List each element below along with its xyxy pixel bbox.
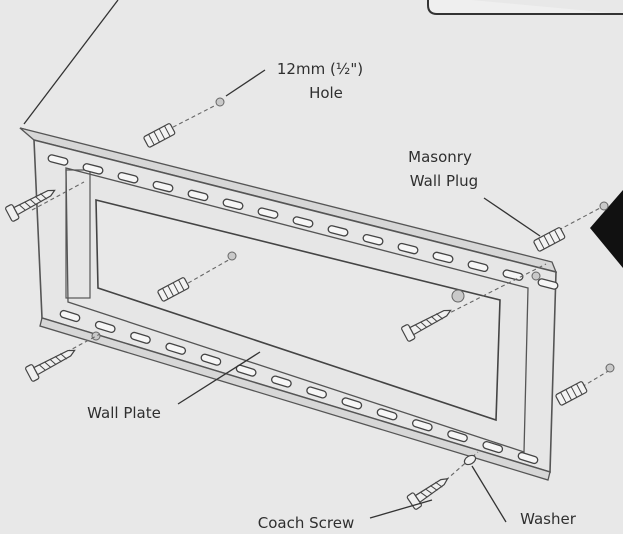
- callout-box: [427, 0, 623, 15]
- coach-screw: [406, 478, 449, 510]
- masonry-wall-plug: [143, 123, 176, 148]
- wall-plate: [19, 127, 559, 481]
- plate-slot: [397, 242, 419, 255]
- plate-slot: [447, 430, 468, 443]
- inner-frame: [65, 167, 529, 453]
- plate-slot: [537, 278, 559, 290]
- plate-slot: [165, 342, 187, 355]
- wall-plate-label: Wall Plate: [87, 404, 161, 422]
- plate-slot: [257, 207, 279, 219]
- plate-slot: [327, 225, 349, 237]
- plate-slot: [82, 163, 104, 175]
- bottom-flange: [39, 317, 551, 481]
- plate-slot: [152, 180, 174, 193]
- left-upright: [65, 169, 91, 299]
- plate-hole: [91, 331, 101, 341]
- plate-slot: [502, 269, 524, 281]
- plate-slot: [411, 419, 433, 432]
- wall-hole: [227, 251, 237, 261]
- coach-screw: [25, 349, 76, 382]
- wall-hole: [215, 97, 225, 107]
- top-left-leader-line: [23, 0, 119, 125]
- plate-slot: [517, 451, 539, 465]
- plate-slot: [59, 309, 81, 323]
- plate-slot: [117, 171, 139, 184]
- plate-slot: [467, 260, 489, 273]
- wall-plug-label: Wall Plug: [410, 172, 478, 190]
- plate-slot: [187, 189, 209, 202]
- hole-label: Hole: [309, 84, 343, 102]
- plate-slot: [47, 154, 69, 166]
- alignment-line: [31, 181, 85, 211]
- masonry-wall-plug: [555, 381, 588, 406]
- masonry-wall-plug: [533, 227, 566, 252]
- bottom-slot-row: [59, 309, 539, 465]
- masonry-label: Masonry: [408, 148, 472, 166]
- wall-plate-leader-line: [177, 351, 261, 405]
- hole-leader-line: [225, 69, 266, 97]
- plate-hole: [451, 289, 465, 303]
- alignment-line: [539, 207, 601, 241]
- plate-slot: [341, 397, 363, 410]
- plate-hole: [531, 271, 541, 281]
- plate-slot: [376, 408, 398, 421]
- plate-slot: [432, 251, 454, 264]
- hole-size-label: 12mm (½"): [277, 60, 363, 78]
- wall-hole: [599, 201, 609, 211]
- masonry-wall-plug: [157, 277, 190, 302]
- coach-screw: [401, 309, 452, 342]
- arrow-marker: [590, 190, 623, 268]
- plate-slot: [271, 375, 292, 388]
- top-slot-row: [47, 154, 559, 290]
- washer-leader-line: [471, 465, 507, 523]
- alignment-line: [147, 103, 219, 141]
- plate-slot: [94, 320, 116, 333]
- center-cutout: [95, 198, 501, 422]
- wall-plug-leader-line: [483, 197, 541, 237]
- washer: [463, 454, 477, 466]
- washer-label: Washer: [520, 510, 577, 528]
- coach-screw-label: Coach Screw: [258, 514, 354, 532]
- coach-screw: [5, 189, 56, 222]
- plate-slot: [362, 233, 384, 246]
- coach-screw-leader-line: [369, 499, 433, 519]
- plate-slot: [482, 441, 504, 454]
- plate-slot: [306, 386, 327, 399]
- wall-hole: [605, 363, 615, 373]
- plate-slot: [222, 198, 244, 211]
- plate-slot: [292, 216, 314, 228]
- plate-slot: [235, 364, 257, 377]
- plate-slot: [200, 353, 222, 366]
- plate-slot: [130, 331, 151, 344]
